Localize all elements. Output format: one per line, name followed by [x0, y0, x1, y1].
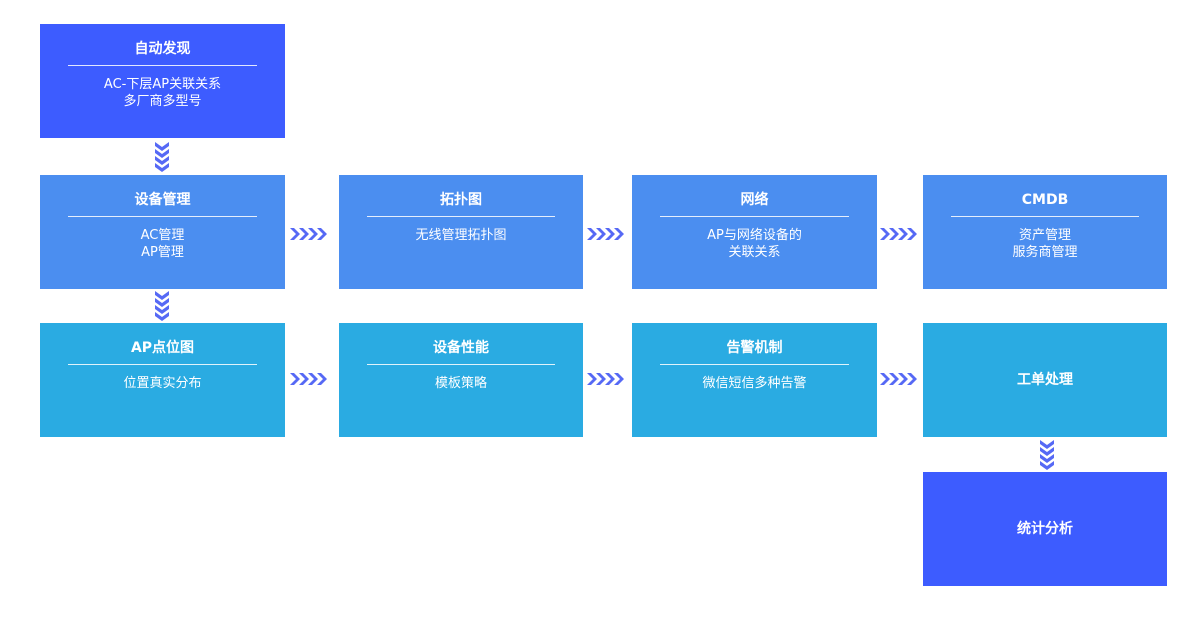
node-divider: [367, 364, 555, 365]
node-title: 工单处理: [1017, 372, 1073, 388]
node-title: AP点位图: [130, 340, 195, 356]
node-title: 设备性能: [433, 340, 489, 356]
chevron-right-icon: [880, 371, 920, 387]
node-divider: [660, 364, 849, 365]
chevron-right-icon: [587, 226, 627, 242]
chevron-right-icon: [290, 371, 330, 387]
node-desc-line: AP管理: [141, 245, 184, 260]
node-alarm: 告警机制 微信短信多种告警: [632, 323, 877, 437]
node-desc: 资产管理 服务商管理: [923, 227, 1167, 261]
node-desc: 无线管理拓扑图: [339, 227, 583, 244]
chevron-right-icon: [290, 226, 330, 242]
node-desc: 模板策略: [339, 375, 583, 392]
node-desc-line: 服务商管理: [1012, 245, 1078, 260]
node-ap-location: AP点位图 位置真实分布: [40, 323, 285, 437]
node-cmdb: CMDB 资产管理 服务商管理: [923, 175, 1167, 289]
node-desc: 位置真实分布: [40, 375, 285, 392]
node-desc-line: 资产管理: [1018, 228, 1071, 243]
node-auto-discovery: 自动发现 AC-下层AP关联关系 多厂商多型号: [40, 24, 285, 138]
node-divider: [68, 364, 257, 365]
node-device-management: 设备管理 AC管理 AP管理: [40, 175, 285, 289]
node-title: 告警机制: [726, 340, 783, 356]
node-divider: [367, 216, 555, 217]
node-desc-line: 无线管理拓扑图: [415, 228, 507, 243]
node-title: 网络: [740, 192, 769, 208]
node-title: 自动发现: [134, 41, 191, 57]
node-desc-line: 模板策略: [434, 376, 487, 391]
node-desc-line: AC-下层AP关联关系: [103, 77, 222, 92]
node-work-order: 工单处理: [923, 323, 1167, 437]
node-divider: [68, 216, 257, 217]
node-title: 设备管理: [134, 192, 191, 208]
node-statistics: 统计分析: [923, 472, 1167, 586]
chevron-down-icon: [152, 291, 172, 321]
node-desc: 微信短信多种告警: [632, 375, 877, 392]
node-desc-line: 微信短信多种告警: [702, 376, 807, 391]
node-desc: AC-下层AP关联关系 多厂商多型号: [40, 76, 285, 110]
node-desc: AP与网络设备的 关联关系: [632, 227, 877, 261]
chevron-down-icon: [152, 142, 172, 172]
node-desc-line: 多厂商多型号: [123, 94, 202, 109]
chevron-down-icon: [1037, 440, 1057, 470]
node-divider: [951, 216, 1139, 217]
node-desc: AC管理 AP管理: [40, 227, 285, 261]
node-title: 统计分析: [1017, 521, 1073, 537]
node-desc-line: AC管理: [140, 228, 185, 243]
node-title: CMDB: [1021, 192, 1069, 208]
node-divider: [68, 65, 257, 66]
node-title: 拓扑图: [440, 192, 482, 208]
node-desc-line: 位置真实分布: [123, 376, 202, 391]
node-divider: [660, 216, 849, 217]
node-desc-line: AP与网络设备的: [707, 228, 802, 243]
node-desc-line: 关联关系: [728, 245, 781, 260]
chevron-right-icon: [587, 371, 627, 387]
node-device-performance: 设备性能 模板策略: [339, 323, 583, 437]
chevron-right-icon: [880, 226, 920, 242]
node-topology: 拓扑图 无线管理拓扑图: [339, 175, 583, 289]
node-network: 网络 AP与网络设备的 关联关系: [632, 175, 877, 289]
